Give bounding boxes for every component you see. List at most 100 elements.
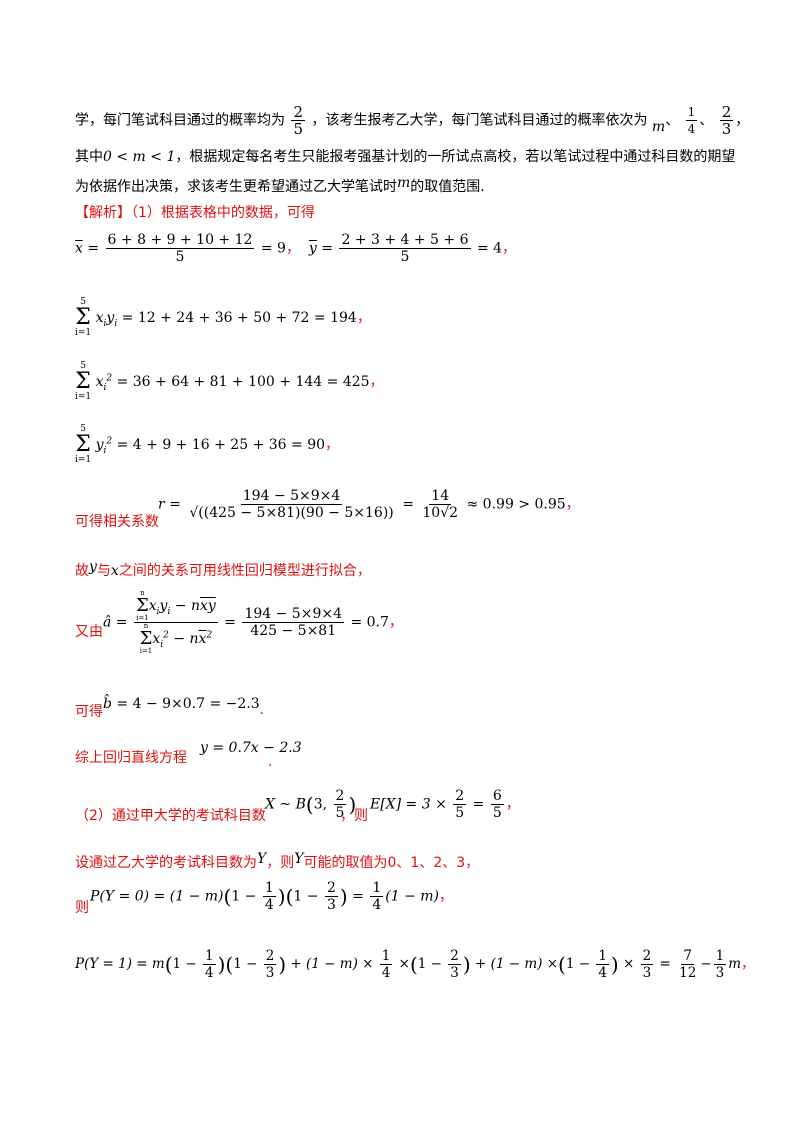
- problem-line-3: 为依据作出决策，求该考生更希望通过乙大学笔试时m的取值范围.: [75, 175, 485, 197]
- equation: = 4 − 9×0.7 = −2.3: [116, 696, 260, 712]
- distribution: X ~ B: [265, 796, 306, 813]
- numerator: 1: [713, 948, 727, 965]
- comma: ，: [505, 796, 520, 813]
- r-fraction: 194 − 5×9×4√((425 − 5×81)(90 − 5×16)): [187, 488, 395, 521]
- result: = 0.7: [350, 614, 389, 631]
- y-values-line: 设通过乙大学的考试科目数为Y，则Y可能的取值为0、1、2、3，: [75, 851, 480, 873]
- comma: ，: [565, 496, 580, 513]
- denominator: √((425 − 5×81)(90 − 5×16)): [189, 505, 394, 521]
- denominator: 4: [687, 122, 696, 136]
- denominator: 5: [400, 249, 410, 265]
- period: .: [259, 702, 265, 718]
- var-Y: Y: [294, 851, 304, 867]
- comma: ，: [388, 614, 403, 631]
- denominator: 3: [715, 965, 725, 981]
- part2-label: （2）通过甲大学的考试科目数: [75, 808, 266, 824]
- comma: ，: [439, 888, 453, 905]
- numerator: 194 − 5×9×4: [240, 488, 343, 505]
- problem-line-2: 其中0 < m < 1，根据规定每名考生只能报考强基计划的一所试点高校，若以笔试…: [75, 147, 735, 167]
- separator: 、: [699, 112, 714, 129]
- equation: = 4 + 9 + 16 + 25 + 36 = 90: [116, 437, 326, 453]
- numerator: 14: [429, 488, 452, 505]
- result: = 4: [476, 240, 503, 257]
- corr-label: 可得相关系数: [75, 514, 159, 530]
- numerator: 6 + 8 + 9 + 10 + 12: [105, 232, 255, 249]
- denominator: 5: [455, 805, 465, 821]
- denominator: 12: [679, 965, 697, 981]
- args: 3,: [313, 796, 332, 813]
- denominator: 5: [492, 805, 502, 821]
- xbar: x: [75, 240, 83, 257]
- denominator: 3: [721, 120, 732, 138]
- text: 可能的取值为0、1、2、3，: [303, 855, 480, 871]
- comma: ，: [325, 437, 340, 453]
- a-hat: â: [103, 614, 112, 631]
- numerator: 2: [453, 788, 467, 805]
- text: 之间的关系可用线性回归模型进行拟合，: [118, 563, 371, 579]
- equation: P(Y = 0) = (1 − m): [90, 888, 224, 905]
- text: ，该考生报考乙大学，每门笔试科目通过的概率依次为: [311, 112, 648, 129]
- variable-m: m: [397, 175, 411, 191]
- text: 设通过乙大学的考试科目数为: [75, 855, 257, 871]
- equation: = 36 + 64 + 81 + 100 + 144 = 425: [116, 374, 370, 390]
- text: 的取值范围.: [410, 179, 485, 195]
- comma: ，: [356, 310, 371, 326]
- numerator: 1: [685, 105, 698, 121]
- corr-equation: r = 194 − 5×9×4√((425 − 5×81)(90 − 5×16)…: [158, 488, 580, 521]
- line-equation: y = 0.7x − 2.3: [200, 740, 302, 756]
- separator: 、: [665, 112, 680, 129]
- var-y: y: [89, 559, 97, 575]
- var-Y: Y: [257, 851, 267, 867]
- ybar: y: [308, 240, 317, 257]
- numerator: 7: [681, 948, 695, 965]
- numerator: 2 + 3 + 4 + 5 + 6: [339, 232, 471, 249]
- text: 故: [75, 563, 89, 579]
- denominator: 5: [335, 805, 345, 821]
- numerator: 2: [333, 788, 347, 805]
- numerator: 6: [490, 788, 504, 805]
- denominator: 5: [293, 120, 303, 138]
- solution-heading: 【解析】（1）根据表格中的数据，可得: [75, 203, 315, 223]
- equation: P(Y = 1) = m: [75, 956, 165, 972]
- part2-then: ，则: [340, 808, 368, 824]
- linear-statement: 故y与x之间的关系可用线性回归模型进行拟合，: [75, 559, 371, 581]
- condition: 0 < m < 1: [103, 149, 176, 165]
- equation: = 12 + 24 + 36 + 50 + 72 = 194: [121, 310, 357, 326]
- denominator: 5: [175, 249, 185, 265]
- result: = 9: [260, 240, 286, 257]
- line-period: .: [268, 754, 273, 770]
- text: ，: [735, 112, 750, 129]
